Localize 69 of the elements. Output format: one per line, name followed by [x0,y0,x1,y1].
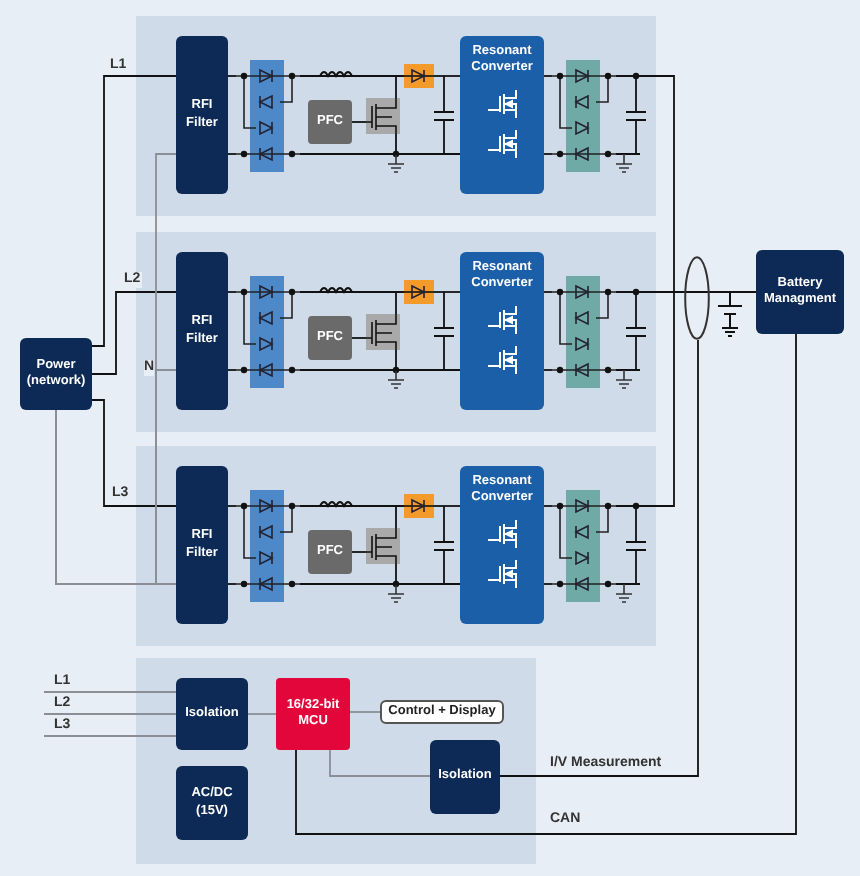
wire [227,583,237,585]
block-box [176,766,248,840]
wire [91,399,177,507]
wire [395,349,461,371]
wire [543,153,553,155]
wire [295,333,797,835]
wire [43,735,177,737]
wire [543,583,553,585]
wire [349,711,381,713]
transistor-drawing [366,528,400,564]
wire [351,551,367,553]
wire [395,133,461,155]
wire [395,563,461,585]
module-panel [136,232,656,432]
wire [615,291,757,507]
transistor-drawing [366,98,400,134]
bridge-rectifier-drawing [236,272,300,392]
converter-box [460,36,544,194]
wire [433,505,461,507]
converter-box [460,252,544,410]
rectifier-drawing [552,272,616,392]
wire [247,713,277,715]
block-box [176,36,228,194]
wire [227,369,237,371]
wire [395,505,405,529]
wire [543,505,553,507]
diode-drawing [404,280,434,304]
bridge-rectifier-drawing [236,486,300,606]
wire [543,75,553,77]
module-panel [136,658,536,864]
diode-drawing [404,494,434,518]
wire [227,75,237,77]
wire [395,291,405,315]
wire [91,75,177,347]
wire [91,291,177,375]
wire [351,337,367,339]
display-box [380,700,504,724]
diode-drawing [404,64,434,88]
wire [543,291,553,293]
wire [227,153,237,155]
converter-box [460,466,544,624]
wire [395,75,405,99]
wire [433,291,461,293]
block-box [176,466,228,624]
bridge-rectifier-drawing [236,56,300,176]
wire [499,339,699,777]
wire [433,75,461,77]
wire [43,713,177,715]
wire [43,691,177,693]
module-panel [136,446,656,646]
transistor-drawing [366,314,400,350]
mcu-box [276,678,350,750]
controller-box [308,100,352,144]
rectifier-drawing [552,486,616,606]
rectifier-drawing [552,56,616,176]
wire [351,121,367,123]
block-box [20,338,92,410]
wire [543,369,553,371]
block-box [756,250,844,334]
module-panel [136,16,656,216]
block-box [176,678,248,750]
wire [227,505,237,507]
block-box [176,252,228,410]
wire [329,749,431,777]
current-sensor-ring [684,256,710,340]
block-box [430,740,500,814]
controller-box [308,316,352,360]
controller-box [308,530,352,574]
wire [227,291,237,293]
